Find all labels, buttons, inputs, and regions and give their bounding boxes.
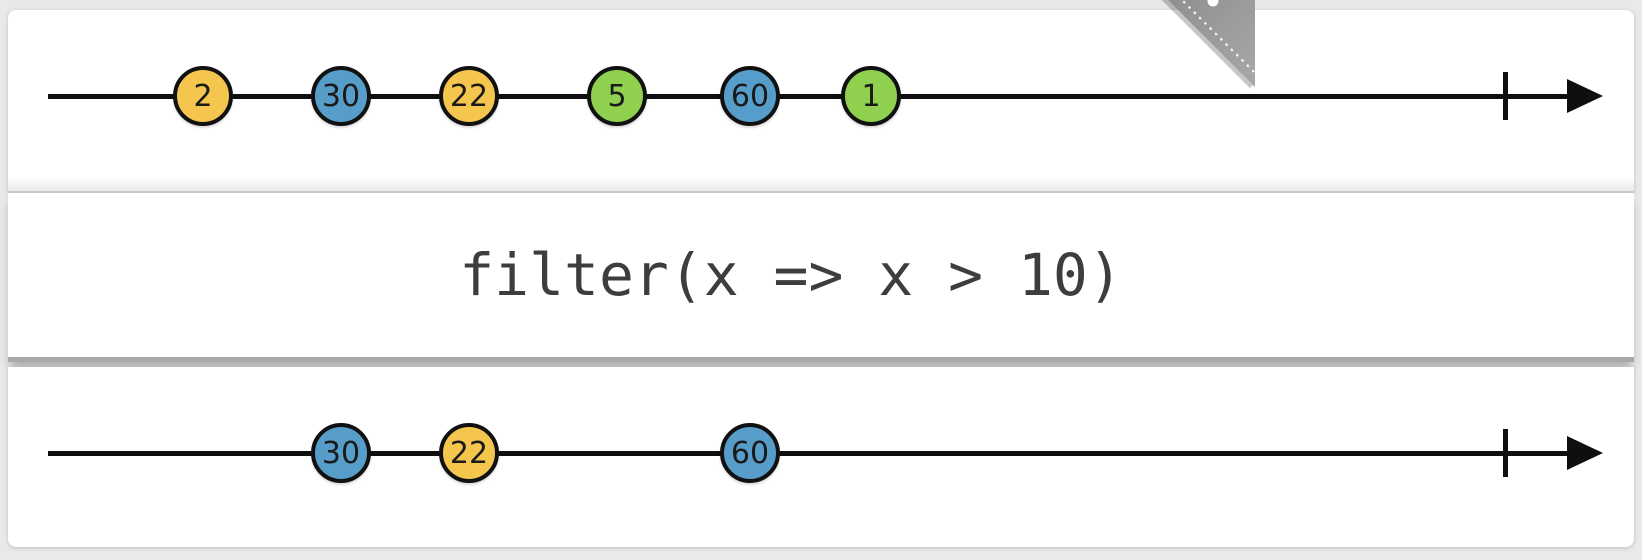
operator-card: filter(x => x > 10): [8, 193, 1634, 362]
input-marble-60[interactable]: 60: [720, 66, 780, 126]
input-completion-tick: [1502, 72, 1508, 120]
output-stream-card: [8, 367, 1634, 547]
input-arrowhead-icon: [1567, 79, 1603, 113]
input-marble-22[interactable]: 22: [439, 66, 499, 126]
output-marble-30: 30: [311, 423, 371, 483]
ribbon-graphic: [1161, 0, 1255, 89]
input-marble-30[interactable]: 30: [311, 66, 371, 126]
input-stream-card: [8, 10, 1634, 193]
output-timeline-line: [48, 450, 1570, 456]
input-marble-2[interactable]: 2: [173, 66, 233, 126]
output-marble-60: 60: [720, 423, 780, 483]
output-marble-22: 22: [439, 423, 499, 483]
card-divider: [8, 177, 1634, 193]
ribbon-text-fragment: [1207, 0, 1219, 7]
github-ribbon[interactable]: [1140, 0, 1255, 95]
output-arrowhead-icon: [1567, 436, 1603, 470]
input-marble-1[interactable]: 1: [841, 66, 901, 126]
output-completion-tick: [1502, 429, 1508, 477]
ribbon-stitch-line: [1180, 0, 1255, 75]
operator-label: filter(x => x > 10): [459, 241, 1123, 309]
ribbon-band: [1168, 0, 1255, 87]
input-marble-5[interactable]: 5: [587, 66, 647, 126]
input-timeline-line: [48, 93, 1570, 99]
